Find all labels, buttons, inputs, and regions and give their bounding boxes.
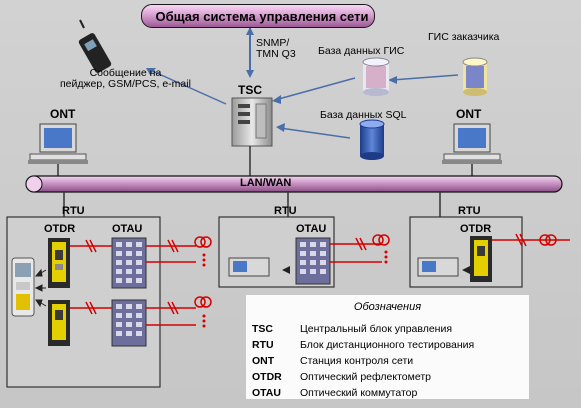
otdr-device-2-icon: [228, 257, 270, 277]
legend-row: OTAU Оптический коммутатор: [246, 387, 529, 403]
sql-db-label: База данных SQL: [320, 109, 407, 121]
otdr-device-3-icon: [470, 236, 492, 282]
otdr-device-1-icon: [48, 238, 70, 288]
lan-wan-bus: [25, 175, 563, 193]
tsc-label: TSC: [238, 83, 262, 97]
legend-key: RTU: [252, 339, 274, 351]
handheld-tester-icon: [11, 257, 35, 317]
sql-database-icon: [359, 119, 385, 160]
nms-title: Общая система управления сети: [155, 8, 369, 24]
gis-client-database-icon: [462, 57, 488, 96]
legend-title: Обозначения: [353, 301, 422, 313]
message-link: [149, 69, 227, 105]
nms-pill: Общая система управления сети: [141, 4, 375, 28]
legend-key: OTDR: [252, 371, 282, 383]
otau-device-3-icon: [417, 257, 459, 277]
mobile-phone-icon: [78, 19, 112, 73]
otau-device-1-icon: [111, 237, 147, 289]
legend-row: TSC Центральный блок управления: [246, 323, 529, 339]
rtu3-fibers: [492, 233, 570, 247]
snmp-label: SNMP/ TMN Q3: [256, 37, 296, 61]
rtu-label-1: RTU: [62, 205, 85, 217]
rtu-label-3: RTU: [458, 205, 481, 217]
otdr-label-3: OTDR: [460, 223, 492, 235]
ont-left-label: ONT: [50, 107, 76, 121]
legend-key: ONT: [252, 355, 275, 367]
ont-right-computer-icon: [442, 123, 502, 164]
legend-value: Станция контроля сети: [300, 355, 414, 367]
rtu2-fibers: [330, 234, 390, 263]
legend-value: Оптический рефлектометр: [300, 371, 431, 383]
legend-value: Блок дистанционного тестирования: [300, 339, 475, 351]
legend-row: RTU Блок дистанционного тестирования: [246, 339, 529, 355]
rtu1-fibers: [146, 236, 212, 326]
legend-key: TSC: [252, 323, 273, 335]
gis-client-label: ГИС заказчика: [428, 31, 500, 43]
otau-label-1: OTAU: [112, 223, 143, 235]
otau-device-1b-icon: [111, 299, 147, 347]
otau-device-2-icon: [295, 237, 331, 285]
otdr-label-1: OTDR: [44, 223, 76, 235]
legend-value: Центральный блок управления: [300, 323, 453, 335]
legend-value: Оптический коммутатор: [300, 387, 418, 399]
otdr-device-1b-icon: [48, 300, 70, 346]
legend-key: OTAU: [252, 387, 281, 399]
legend-panel: Обозначения TSC Центральный блок управле…: [246, 295, 529, 399]
sql-link: [279, 127, 351, 139]
gis-db-label: База данных ГИС: [318, 45, 405, 57]
gis-client-link: [391, 74, 459, 81]
ont-left-computer-icon: [28, 123, 88, 164]
legend-row: OTDR Оптический рефлектометр: [246, 371, 529, 387]
gis-link: [274, 77, 356, 101]
lan-wan-label: LAN/WAN: [240, 177, 292, 189]
legend-row: ONT Станция контроля сети: [246, 355, 529, 371]
gis-database-icon: [362, 57, 390, 96]
otau-label-2: OTAU: [296, 223, 327, 235]
message-label: Сообщение на пейджер, GSM/PCS, e-mail: [60, 67, 191, 91]
rtu-label-2: RTU: [274, 205, 297, 217]
tsc-server-icon: [231, 97, 273, 147]
ont-right-label: ONT: [456, 107, 482, 121]
